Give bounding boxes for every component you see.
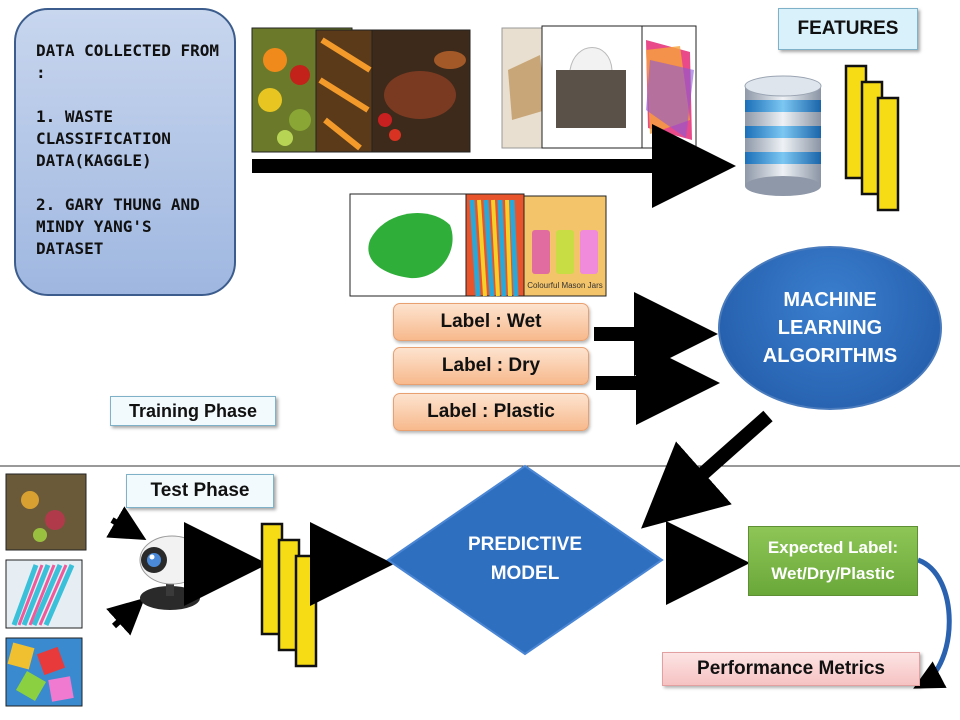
source-heading: DATA COLLECTED FROM :	[36, 41, 220, 82]
test-phase-label: Test Phase	[126, 474, 274, 508]
source-item-1: 1. WASTE CLASSIFICATION DATA(KAGGLE)	[36, 107, 171, 170]
paper-images	[501, 25, 697, 149]
predictive-model-text: PREDICTIVE MODEL	[467, 534, 583, 584]
test-feature-maps-icon	[260, 522, 318, 668]
training-phase-label: Training Phase	[110, 396, 276, 426]
webcam-icon	[139, 535, 205, 610]
test-images	[5, 473, 87, 707]
image-to-camera-arrow-2	[106, 597, 145, 636]
performance-metrics-box: Performance Metrics	[662, 652, 920, 686]
expected-label-text: Expected Label: Wet/Dry/Plastic	[767, 538, 899, 583]
jar-caption: Colourful Mason Jars	[527, 281, 603, 290]
predictive-model-diamond	[386, 464, 664, 656]
label-wet: Label : Wet	[393, 303, 589, 341]
feature-maps-icon	[844, 64, 900, 212]
image-to-camera-arrow-1	[106, 506, 147, 541]
data-source-box: DATA COLLECTED FROM : 1. WASTE CLASSIFIC…	[14, 8, 236, 296]
label-plastic: Label : Plastic	[393, 393, 589, 431]
label-dry: Label : Dry	[393, 347, 589, 385]
features-label: FEATURES	[778, 8, 918, 50]
ml-to-model-arrow	[641, 410, 773, 529]
food-images	[251, 27, 471, 153]
database-icon	[744, 75, 822, 196]
machine-learning-algorithms: MACHINE LEARNING ALGORITHMS	[718, 246, 942, 410]
expected-label-box: Expected Label: Wet/Dry/Plastic	[748, 526, 918, 596]
predictive-model-label: PREDICTIVE MODEL	[388, 466, 662, 652]
expected-to-metrics-arrow	[913, 557, 952, 689]
source-item-2: 2. GARY THUNG AND MINDY YANG'S DATASET	[36, 195, 200, 258]
plastic-images	[349, 193, 607, 297]
ml-label: MACHINE LEARNING ALGORITHMS	[762, 289, 898, 367]
